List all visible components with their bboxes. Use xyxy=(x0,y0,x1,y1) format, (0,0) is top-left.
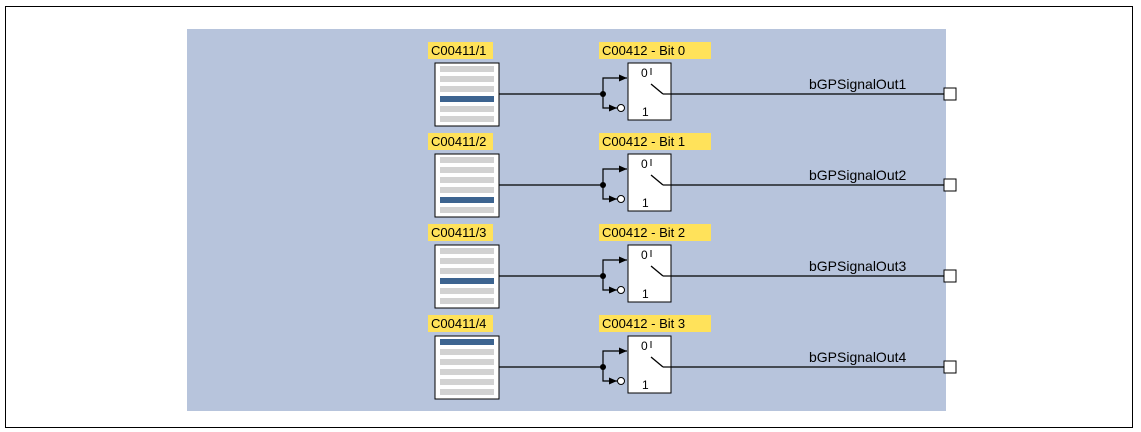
bit-label-bg xyxy=(599,224,711,241)
list-row xyxy=(440,349,494,355)
list-row xyxy=(440,157,494,163)
list-row xyxy=(440,187,494,193)
arrow-0 xyxy=(619,256,627,264)
selector-code-label: C00411/4 xyxy=(431,316,486,331)
arrow-1 xyxy=(609,286,617,294)
switch-label-1: 1 xyxy=(642,196,649,210)
bit-label-bg xyxy=(599,315,711,332)
bit-label: C00412 - Bit 1 xyxy=(602,134,685,149)
arrow-1 xyxy=(609,195,617,203)
switch-contact xyxy=(650,356,664,368)
bit-label: C00412 - Bit 3 xyxy=(602,316,685,331)
output-signal-label: bGPSignalOut4 xyxy=(809,349,906,365)
selector-code-label-bg xyxy=(428,133,493,150)
negation-circle xyxy=(617,377,625,385)
switch-label-0: 0 xyxy=(641,339,648,353)
list-row xyxy=(440,288,494,294)
output-signal-label: bGPSignalOut1 xyxy=(809,76,906,92)
channel-4: C00411/4 0 1 C00412 - Bit 3 bGPSignalOut… xyxy=(428,315,957,400)
bit-label-bg xyxy=(599,133,711,150)
switch-block xyxy=(627,244,672,303)
output-port xyxy=(943,360,957,374)
bit-label-bg xyxy=(599,42,711,59)
arrow-0 xyxy=(619,74,627,82)
list-row xyxy=(440,268,494,274)
list-row xyxy=(440,248,494,254)
list-row xyxy=(440,76,494,82)
channel-3: C00411/3 0 1 C00412 - Bit 2 bGPSignalOut… xyxy=(428,224,957,309)
switch-block xyxy=(627,153,672,212)
list-row xyxy=(440,167,494,173)
bit-label: C00412 - Bit 2 xyxy=(602,225,685,240)
arrow-0 xyxy=(619,165,627,173)
arrow-1 xyxy=(609,104,617,112)
list-row-selected xyxy=(440,339,494,345)
list-row xyxy=(440,369,494,375)
list-row xyxy=(440,298,494,304)
switch-label-0: 0 xyxy=(641,248,648,262)
list-row xyxy=(440,86,494,92)
output-port xyxy=(943,269,957,283)
switch-label-1: 1 xyxy=(642,105,649,119)
list-row xyxy=(440,207,494,213)
list-row-selected xyxy=(440,96,494,102)
selector-code-label: C00411/1 xyxy=(431,43,486,58)
list-row-selected xyxy=(440,278,494,284)
output-signal-label: bGPSignalOut2 xyxy=(809,167,906,183)
list-row xyxy=(440,389,494,395)
switch-label-1: 1 xyxy=(642,378,649,392)
switch-contact xyxy=(650,174,664,186)
switch-contact xyxy=(650,83,664,95)
switch-label-0: 0 xyxy=(641,157,648,171)
list-row xyxy=(440,258,494,264)
list-row xyxy=(440,177,494,183)
list-selector xyxy=(434,335,500,400)
output-port xyxy=(943,178,957,192)
list-row-selected xyxy=(440,197,494,203)
bit-label: C00412 - Bit 0 xyxy=(602,43,685,58)
list-row xyxy=(440,66,494,72)
negation-circle xyxy=(617,104,625,112)
diagram-panel xyxy=(187,29,946,411)
selector-code-label-bg xyxy=(428,42,493,59)
switch-label-1: 1 xyxy=(642,287,649,301)
list-selector xyxy=(434,244,500,309)
arrow-0 xyxy=(619,347,627,355)
channel-2: C00411/2 0 1 C00412 - Bit 1 bGPSignalOut… xyxy=(428,133,957,218)
switch-label-0: 0 xyxy=(641,66,648,80)
negation-circle xyxy=(617,195,625,203)
switch-block xyxy=(627,335,672,394)
channel-1: C00411/1 0 1 C00412 - Bit 0 bGPSignalOut… xyxy=(428,42,957,127)
output-signal-label: bGPSignalOut3 xyxy=(809,258,906,274)
negation-circle xyxy=(617,286,625,294)
switch-contact xyxy=(650,265,664,277)
list-row xyxy=(440,116,494,122)
selector-code-label-bg xyxy=(428,315,493,332)
arrow-1 xyxy=(609,377,617,385)
selector-code-label: C00411/3 xyxy=(431,225,486,240)
list-selector xyxy=(434,153,500,218)
output-port xyxy=(943,87,957,101)
list-selector xyxy=(434,62,500,127)
selector-code-label: C00411/2 xyxy=(431,134,486,149)
list-row xyxy=(440,359,494,365)
selector-code-label-bg xyxy=(428,224,493,241)
list-row xyxy=(440,106,494,112)
list-row xyxy=(440,379,494,385)
switch-block xyxy=(627,62,672,121)
